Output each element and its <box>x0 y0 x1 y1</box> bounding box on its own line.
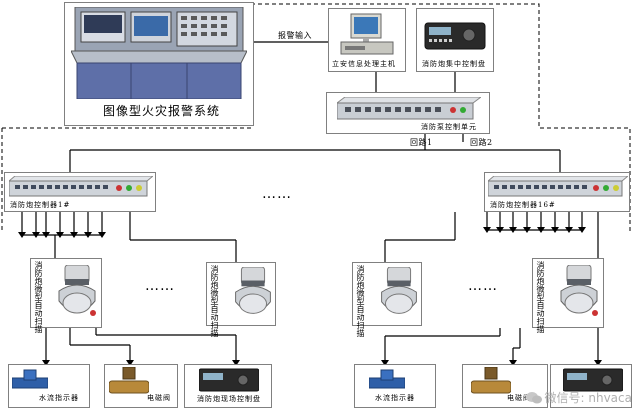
site-panel-icon-left <box>199 368 259 392</box>
host-computer-box: 立安信息处理主机 <box>328 8 406 72</box>
controller-16-box: 消防炮控制器16# <box>484 172 630 212</box>
water-flow-label-right: 水流指示器 <box>375 394 415 402</box>
water-flow-label-left: 水流指示器 <box>39 394 79 402</box>
controller-1-label: 消防炮控制器1# <box>10 201 71 209</box>
loop2-label: 回路2 <box>470 138 493 147</box>
cannon-icon-4 <box>560 265 598 316</box>
image-fire-alarm-system-box: 图像型火灾报警系统 <box>64 2 254 126</box>
cannon-ellipsis-left: …… <box>145 278 175 294</box>
controller-ellipsis: …… <box>262 186 292 202</box>
cannon-ellipsis-right: …… <box>468 278 498 294</box>
water-flow-box-right: 水流指示器 <box>354 364 436 408</box>
center-control-panel-box: 消防炮集中控制盘 <box>416 8 494 72</box>
solenoid-icon-left <box>109 367 149 394</box>
site-panel-label-left: 消防炮现场控制盘 <box>197 395 261 403</box>
cannon-icon-1 <box>58 265 96 316</box>
center-panel-label: 消防炮集中控制盘 <box>422 60 486 68</box>
water-flow-icon-right <box>369 369 405 389</box>
solenoid-label-right: 电磁阀 <box>507 394 531 402</box>
cannon-label-3: 消防炮微型自动扫描 <box>356 265 365 337</box>
cannon-box-1: 消防炮微型自动扫描 <box>30 258 102 333</box>
solenoid-box-left: 电磁阀 <box>104 364 178 408</box>
site-panel-box-right <box>550 364 632 408</box>
site-panel-icon-right <box>563 368 623 392</box>
cannon-icon-2 <box>235 267 271 314</box>
watermark: 微信号: nhvaca <box>525 389 632 406</box>
water-flow-box-left: 水流指示器 <box>8 364 90 408</box>
watermark-text: 微信号: nhvaca <box>544 391 632 405</box>
cannon-box-2: 消防炮微型自动扫描 <box>206 262 276 337</box>
solenoid-icon-right <box>471 367 511 394</box>
control-panel-image <box>424 22 486 50</box>
wechat-icon <box>525 391 542 403</box>
cannon-label-4: 消防炮微型自动扫描 <box>536 261 545 333</box>
controller-16-rack-image <box>488 176 628 197</box>
cannon-icon-3 <box>381 267 417 314</box>
host-computer-label: 立安信息处理主机 <box>332 60 396 68</box>
water-flow-icon-left <box>12 369 48 389</box>
cannon-box-3: 消防炮微型自动扫描 <box>352 262 422 337</box>
controller-1-box: 消防炮控制器1# <box>4 172 156 212</box>
solenoid-label-left: 电磁阀 <box>147 394 171 402</box>
computer-image <box>340 13 394 55</box>
cannon-label-2: 消防炮微型自动扫描 <box>210 265 219 337</box>
cannon-label-1: 消防炮微型自动扫描 <box>34 261 43 333</box>
system-title: 图像型火灾报警系统 <box>103 104 221 118</box>
pump-control-unit-label: 消防泵控制单元 <box>421 123 477 131</box>
alarm-input-label: 报警输入 <box>278 31 312 40</box>
solenoid-box-right: 电磁阀 <box>462 364 548 408</box>
pump-control-unit-box: 消防泵控制单元 <box>326 92 490 134</box>
site-panel-box-left: 消防炮现场控制盘 <box>184 364 272 408</box>
loop1-label: 回路1 <box>410 138 433 147</box>
controller-1-rack-image <box>9 176 153 197</box>
cannon-box-4: 消防炮微型自动扫描 <box>532 258 604 333</box>
controller-16-label: 消防炮控制器16# <box>490 201 556 209</box>
control-console-image <box>71 7 247 99</box>
pump-unit-rack-image <box>337 97 481 120</box>
